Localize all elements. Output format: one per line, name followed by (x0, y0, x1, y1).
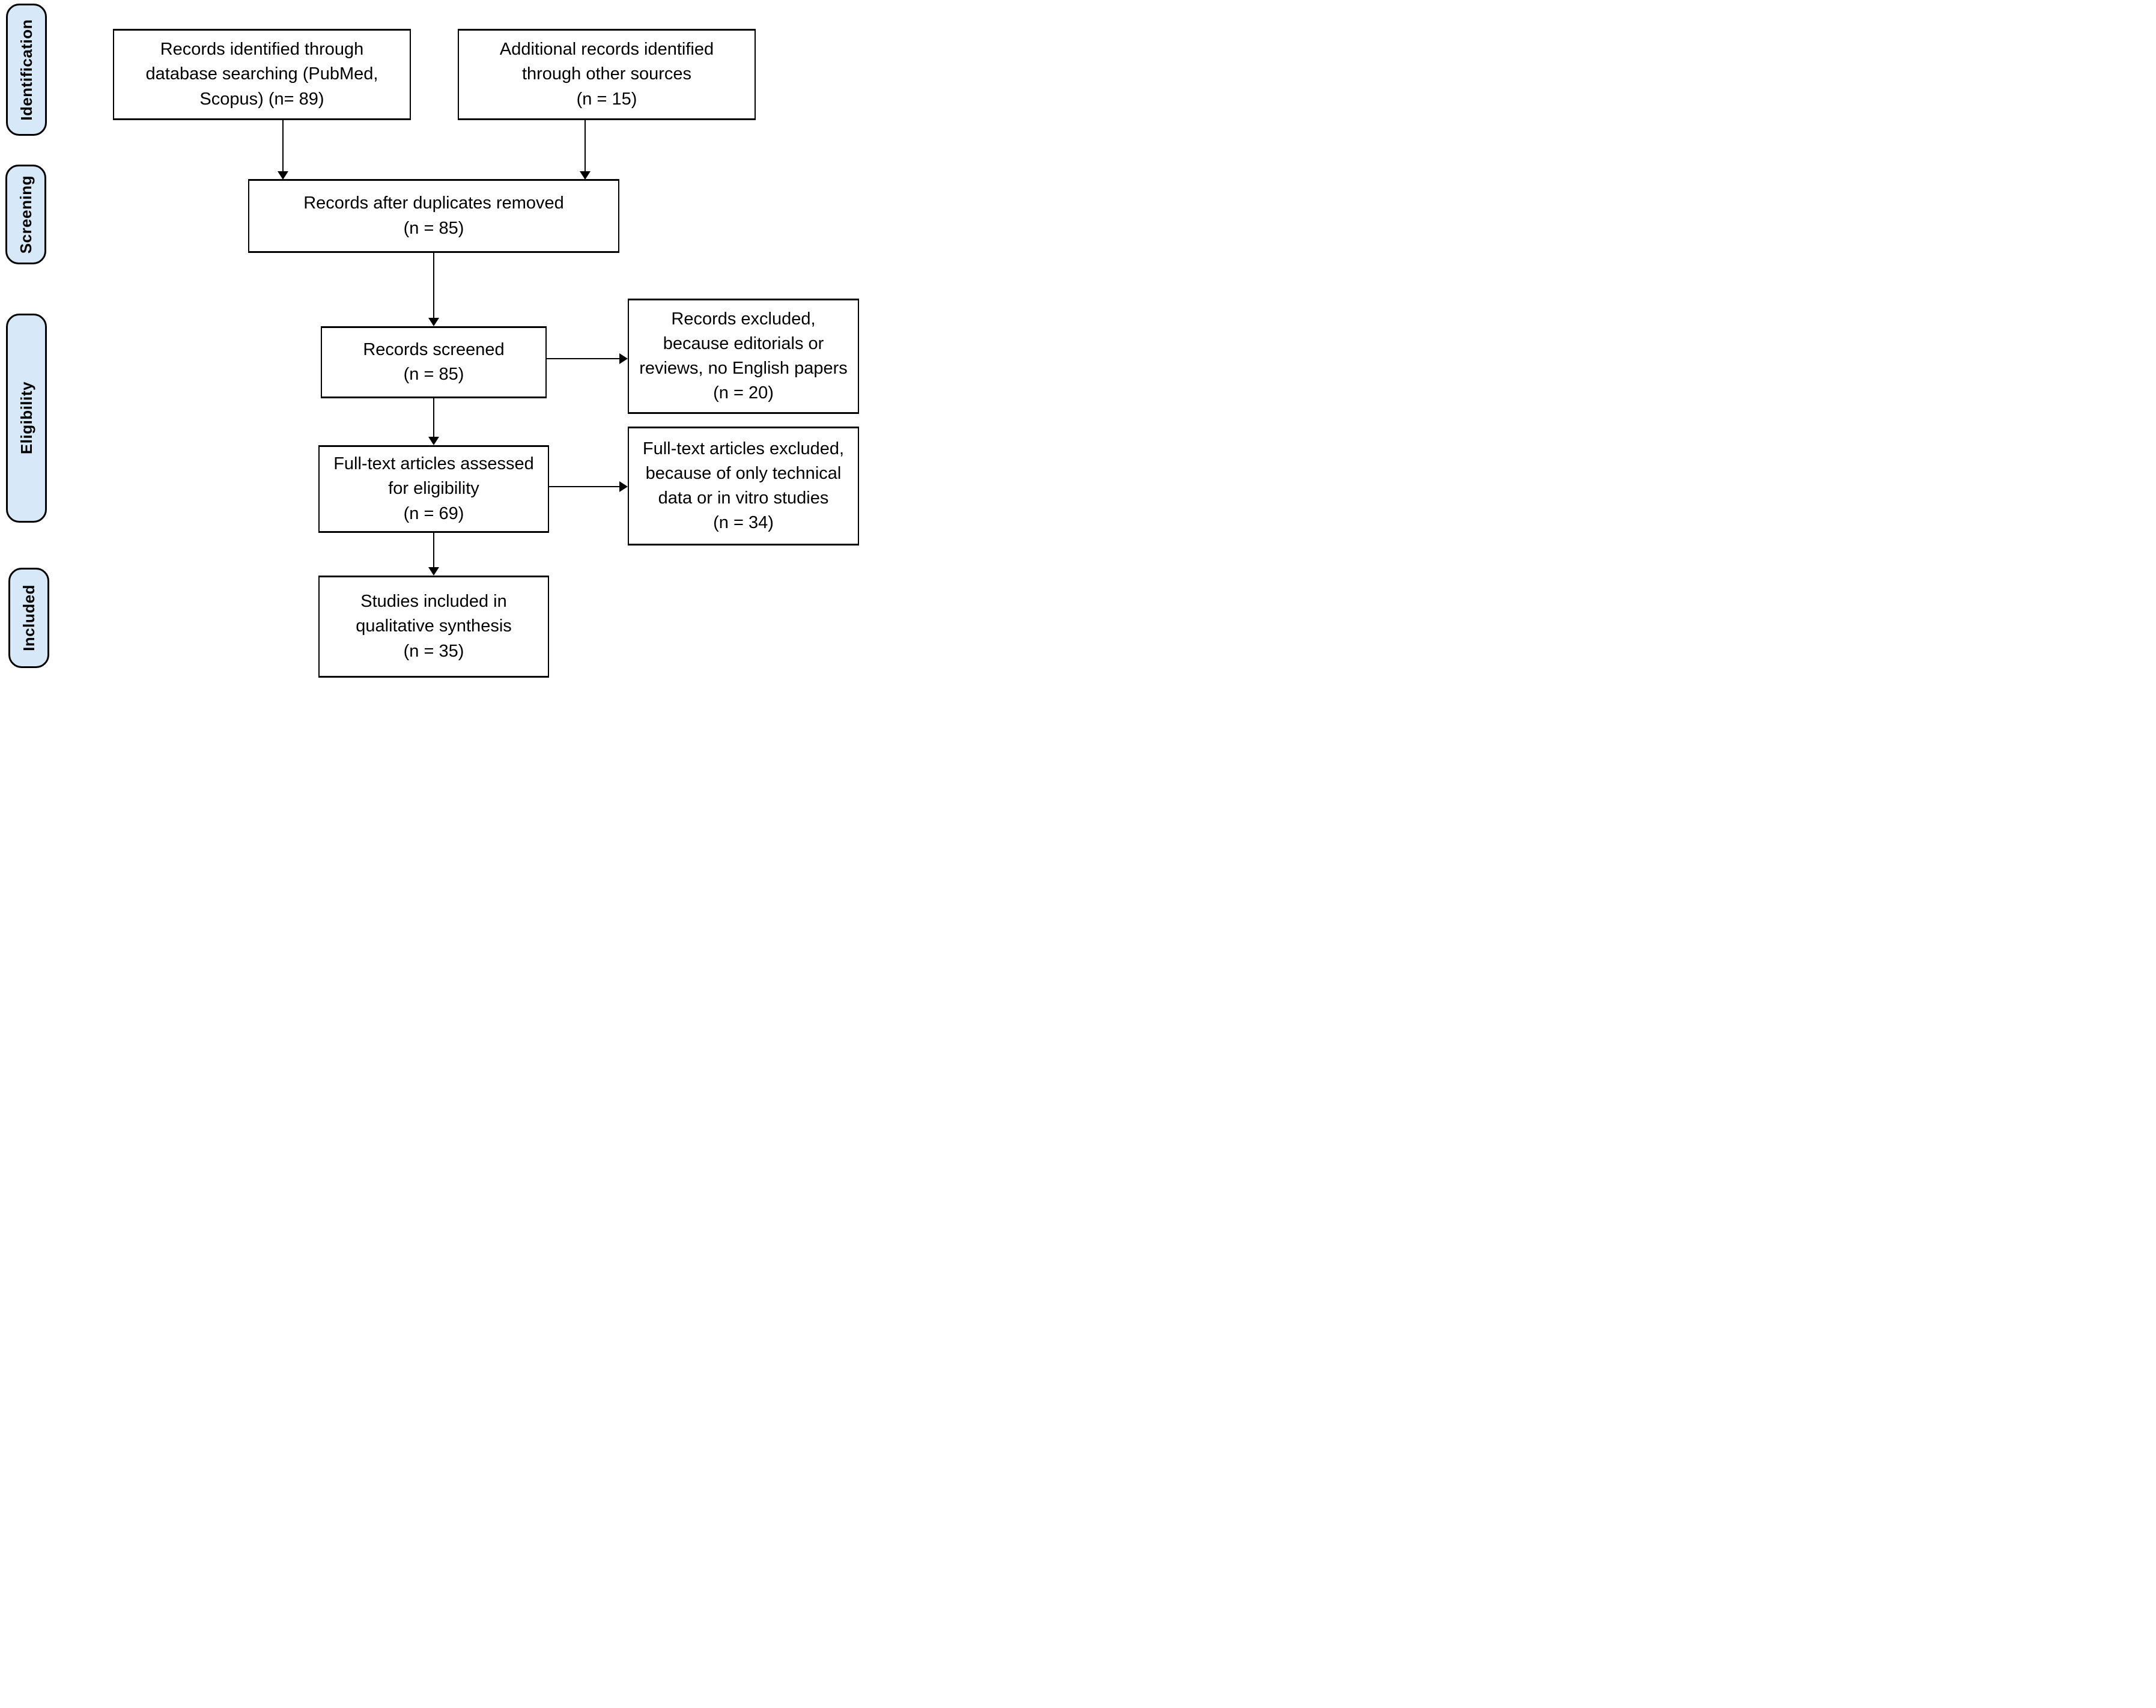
stage-included: Included (8, 568, 49, 668)
stage-screening-label: Screening (16, 175, 35, 254)
node-records-excluded-text: Records excluded, because editorials or … (639, 309, 848, 403)
node-records-identified: Records identified through database sear… (113, 29, 411, 120)
prisma-flow-diagram: Identification Screening Eligibility Inc… (0, 0, 863, 683)
arrow-fulltext-to-included-line (433, 533, 434, 567)
arrow-dedup-to-screened-line (433, 253, 434, 318)
node-records-screened-text: Records screened (n = 85) (363, 339, 505, 384)
arrow-screened-to-excluded-head (619, 353, 628, 364)
node-fulltext-excluded-text: Full-text articles excluded, because of … (642, 439, 845, 533)
arrow-screened-to-fulltext-head (428, 437, 439, 445)
arrow-screened-to-excluded-line (547, 358, 619, 359)
node-fulltext-assessed-text: Full-text articles assessed for eligibil… (333, 454, 534, 523)
node-duplicates-removed-text: Records after duplicates removed (n = 85… (303, 193, 564, 238)
node-fulltext-excluded: Full-text articles excluded, because of … (628, 427, 859, 546)
node-records-identified-text: Records identified through database sear… (145, 40, 378, 109)
node-additional-records-text: Additional records identified through ot… (499, 40, 714, 109)
stage-identification: Identification (6, 4, 47, 136)
arrow-fulltext-to-excluded-head (619, 481, 628, 492)
node-records-screened: Records screened (n = 85) (321, 326, 547, 398)
arrow-dedup-to-screened-head (428, 318, 439, 326)
node-additional-records: Additional records identified through ot… (458, 29, 756, 120)
arrow-identified-to-dedup-line (282, 120, 284, 171)
stage-included-label: Included (19, 585, 38, 651)
arrow-identified-to-dedup-head (278, 171, 288, 180)
arrow-fulltext-to-excluded-line (549, 486, 619, 487)
stage-eligibility-label: Eligibility (17, 381, 35, 455)
node-studies-included: Studies included in qualitative synthesi… (318, 576, 549, 678)
node-duplicates-removed: Records after duplicates removed (n = 85… (248, 179, 619, 253)
arrow-screened-to-fulltext-line (433, 398, 434, 437)
stage-screening: Screening (5, 165, 46, 264)
arrow-additional-to-dedup-line (585, 120, 586, 171)
arrow-fulltext-to-included-head (428, 567, 439, 576)
stage-eligibility: Eligibility (6, 314, 47, 523)
node-studies-included-text: Studies included in qualitative synthesi… (356, 592, 512, 661)
stage-identification-label: Identification (17, 19, 35, 121)
node-records-excluded: Records excluded, because editorials or … (628, 299, 859, 414)
node-fulltext-assessed: Full-text articles assessed for eligibil… (318, 445, 549, 533)
arrow-additional-to-dedup-head (580, 171, 591, 180)
